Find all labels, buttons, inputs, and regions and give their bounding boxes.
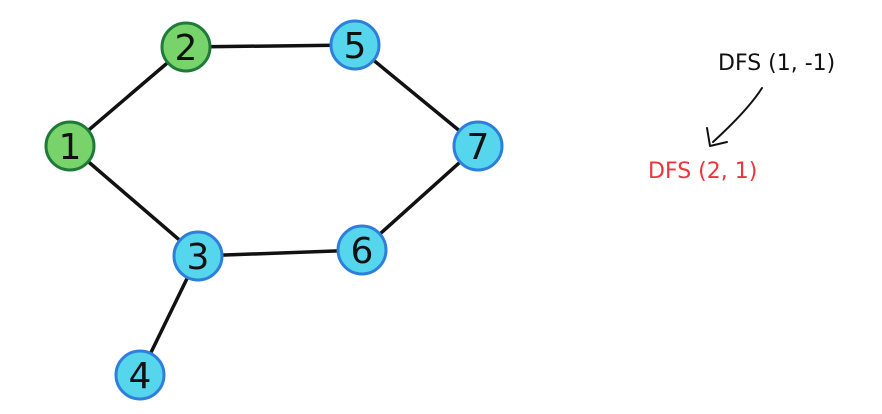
edge-6-3 (196, 248, 364, 258)
nodes: 1 2 3 4 5 6 7 (44, 19, 504, 401)
node-1-circle (44, 120, 96, 172)
node-3-label: 3 (187, 237, 210, 278)
node-6-circle (336, 224, 388, 276)
node-1-label: 1 (59, 127, 82, 168)
node-4-label: 4 (129, 356, 152, 397)
call-arrow (712, 87, 763, 143)
node-5-label: 5 (344, 26, 367, 67)
node-6-label: 6 (351, 231, 374, 272)
edge-5-7 (353, 43, 480, 148)
node-2-circle (160, 21, 212, 73)
node-7: 7 (452, 120, 504, 172)
edge-2-5 (184, 43, 357, 49)
node-5-circle (329, 19, 381, 71)
call-stack: DFS (1, -1) DFS (2, 1) (648, 51, 835, 184)
node-3: 3 (172, 230, 224, 282)
call-arrow-head (706, 127, 728, 147)
node-6: 6 (336, 224, 388, 276)
node-5: 5 (329, 19, 381, 71)
node-2-label: 2 (175, 28, 198, 69)
edge-7-6 (360, 144, 480, 252)
dfs-call-current: DFS (2, 1) (648, 159, 757, 184)
node-4: 4 (114, 349, 166, 401)
edges (68, 43, 480, 377)
node-3-circle (172, 230, 224, 282)
node-2: 2 (160, 21, 212, 73)
node-4-circle (114, 349, 166, 401)
node-7-label: 7 (467, 127, 490, 168)
node-7-circle (452, 120, 504, 172)
dfs-call-previous: DFS (1, -1) (718, 51, 835, 76)
node-1: 1 (44, 120, 96, 172)
edge-3-1 (68, 144, 200, 258)
